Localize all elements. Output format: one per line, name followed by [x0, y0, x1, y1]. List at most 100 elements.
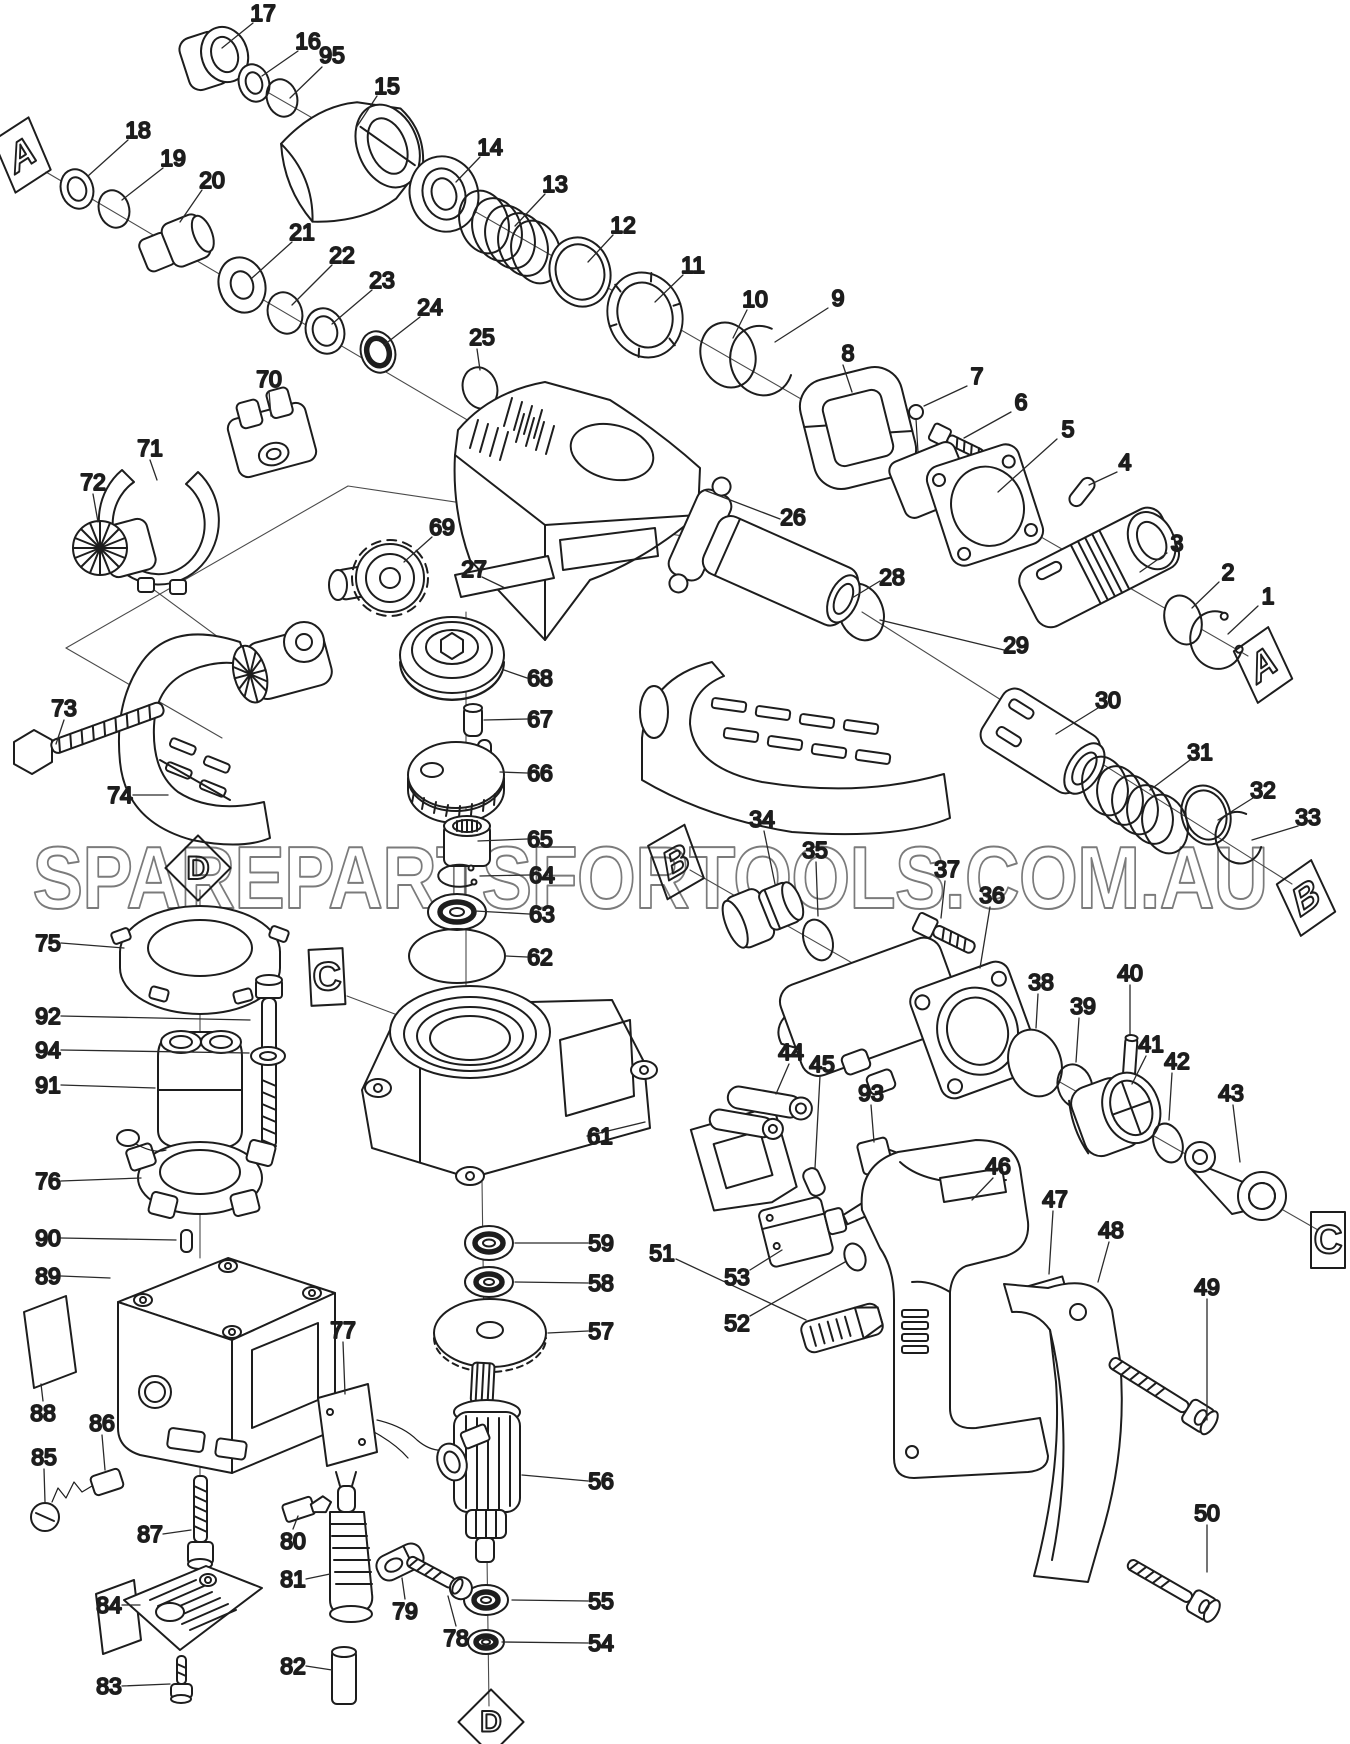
leader-line-37 — [940, 880, 946, 919]
section-marker-a: A — [0, 116, 52, 194]
leader-line-71 — [149, 459, 158, 481]
leader-line-61 — [586, 1121, 646, 1137]
part-33-snap-ring — [1214, 811, 1263, 865]
leader-line-30 — [1055, 707, 1099, 735]
part-51-change-lever — [800, 1302, 884, 1354]
part-label-21: 21 — [289, 219, 315, 245]
leader-line-79 — [401, 1577, 406, 1600]
part-8-cushion — [798, 366, 918, 490]
part-label-69: 69 — [429, 514, 455, 540]
section-marker-d: D — [457, 1688, 525, 1744]
part-67-pin — [463, 703, 483, 737]
part-label-62: 62 — [527, 944, 553, 970]
part-label-10: 10 — [742, 286, 768, 312]
part-10-o-ring — [699, 321, 757, 389]
part-label-32: 32 — [1250, 777, 1276, 803]
part-label-50: 50 — [1194, 1500, 1220, 1526]
leader-line-65 — [477, 838, 528, 842]
leader-line-29 — [879, 619, 1005, 651]
part-50-bolt — [1126, 1559, 1221, 1623]
part-27-label-plate — [454, 555, 555, 598]
part-22-o-ring — [266, 291, 304, 335]
part-74-d-handle — [117, 621, 333, 846]
part-4-pin — [1068, 476, 1096, 508]
part-83-screw — [170, 1655, 193, 1704]
part-89-motor-housing — [117, 1257, 336, 1474]
part-label-61: 61 — [587, 1123, 613, 1149]
part-label-48: 48 — [1098, 1217, 1124, 1243]
part-label-31: 31 — [1187, 739, 1213, 765]
part-label-7: 7 — [971, 363, 984, 389]
part-58-bearing — [464, 1266, 514, 1298]
svg-text:D: D — [186, 850, 209, 886]
part-label-33: 33 — [1295, 804, 1321, 830]
part-label-29: 29 — [1003, 632, 1029, 658]
leader-line-44 — [775, 1063, 790, 1095]
part-70-holder-block — [226, 386, 318, 479]
leader-line-31 — [1149, 759, 1191, 791]
part-55-bearing — [463, 1584, 509, 1616]
part-76-brush-holder — [116, 1129, 277, 1219]
part-85-brush-cap — [30, 1502, 60, 1532]
leader-line-28 — [851, 580, 881, 599]
leader-line-24 — [383, 316, 421, 346]
part-label-25: 25 — [469, 324, 495, 350]
leader-line-22 — [291, 264, 333, 306]
leader-line-11 — [654, 274, 684, 303]
leader-line-17 — [221, 22, 254, 49]
part-label-72: 72 — [80, 469, 106, 495]
part-label-74: 74 — [107, 782, 133, 808]
leader-line-2 — [1191, 581, 1220, 609]
part-label-39: 39 — [1070, 993, 1096, 1019]
part-label-27: 27 — [461, 556, 487, 582]
part-label-84: 84 — [96, 1592, 122, 1618]
part-label-16: 16 — [295, 28, 321, 54]
leader-line-1 — [1227, 605, 1259, 635]
part-label-24: 24 — [417, 294, 443, 320]
leader-line-10 — [732, 309, 748, 339]
part-44-hinge-bracket — [689, 1085, 813, 1212]
leader-line-43 — [1232, 1104, 1241, 1163]
leader-line-12 — [587, 234, 614, 263]
part-label-22: 22 — [329, 242, 355, 268]
leader-line-35 — [815, 861, 819, 917]
leader-line-9 — [774, 307, 829, 343]
part-label-6: 6 — [1015, 389, 1028, 415]
leader-line-75 — [60, 942, 125, 949]
part-label-87: 87 — [137, 1521, 163, 1547]
part-95-o-ring — [265, 78, 299, 118]
leader-line-13 — [514, 193, 546, 227]
part-label-15: 15 — [374, 73, 400, 99]
part-label-66: 66 — [527, 760, 553, 786]
part-label-77: 77 — [330, 1317, 356, 1343]
part-69-knob — [328, 539, 429, 617]
part-81-boot — [329, 1471, 374, 1623]
part-label-2: 2 — [1222, 559, 1235, 585]
part-20-spindle — [138, 213, 215, 273]
part-59-bearing — [464, 1225, 514, 1261]
leader-line-85 — [43, 1468, 46, 1503]
part-49-bolt — [1108, 1357, 1219, 1436]
leader-line-15 — [355, 95, 378, 129]
part-label-17: 17 — [250, 0, 276, 26]
leader-line-20 — [179, 189, 203, 223]
leader-line-23 — [331, 289, 373, 325]
part-label-47: 47 — [1042, 1186, 1068, 1212]
part-label-63: 63 — [529, 901, 555, 927]
part-label-56: 56 — [588, 1468, 614, 1494]
leader-line-25 — [476, 348, 481, 371]
part-74-handle-right-half — [639, 661, 951, 836]
part-label-52: 52 — [724, 1310, 750, 1336]
svg-text:C: C — [1314, 1218, 1343, 1262]
part-82-tube — [331, 1646, 357, 1705]
part-label-85: 85 — [31, 1444, 57, 1470]
part-label-19: 19 — [160, 145, 186, 171]
leader-line-52 — [749, 1261, 846, 1317]
part-label-5: 5 — [1062, 416, 1075, 442]
part-label-26: 26 — [780, 504, 806, 530]
part-label-11: 11 — [681, 252, 705, 278]
leader-line-27 — [481, 576, 506, 589]
leader-line-95 — [289, 66, 323, 99]
